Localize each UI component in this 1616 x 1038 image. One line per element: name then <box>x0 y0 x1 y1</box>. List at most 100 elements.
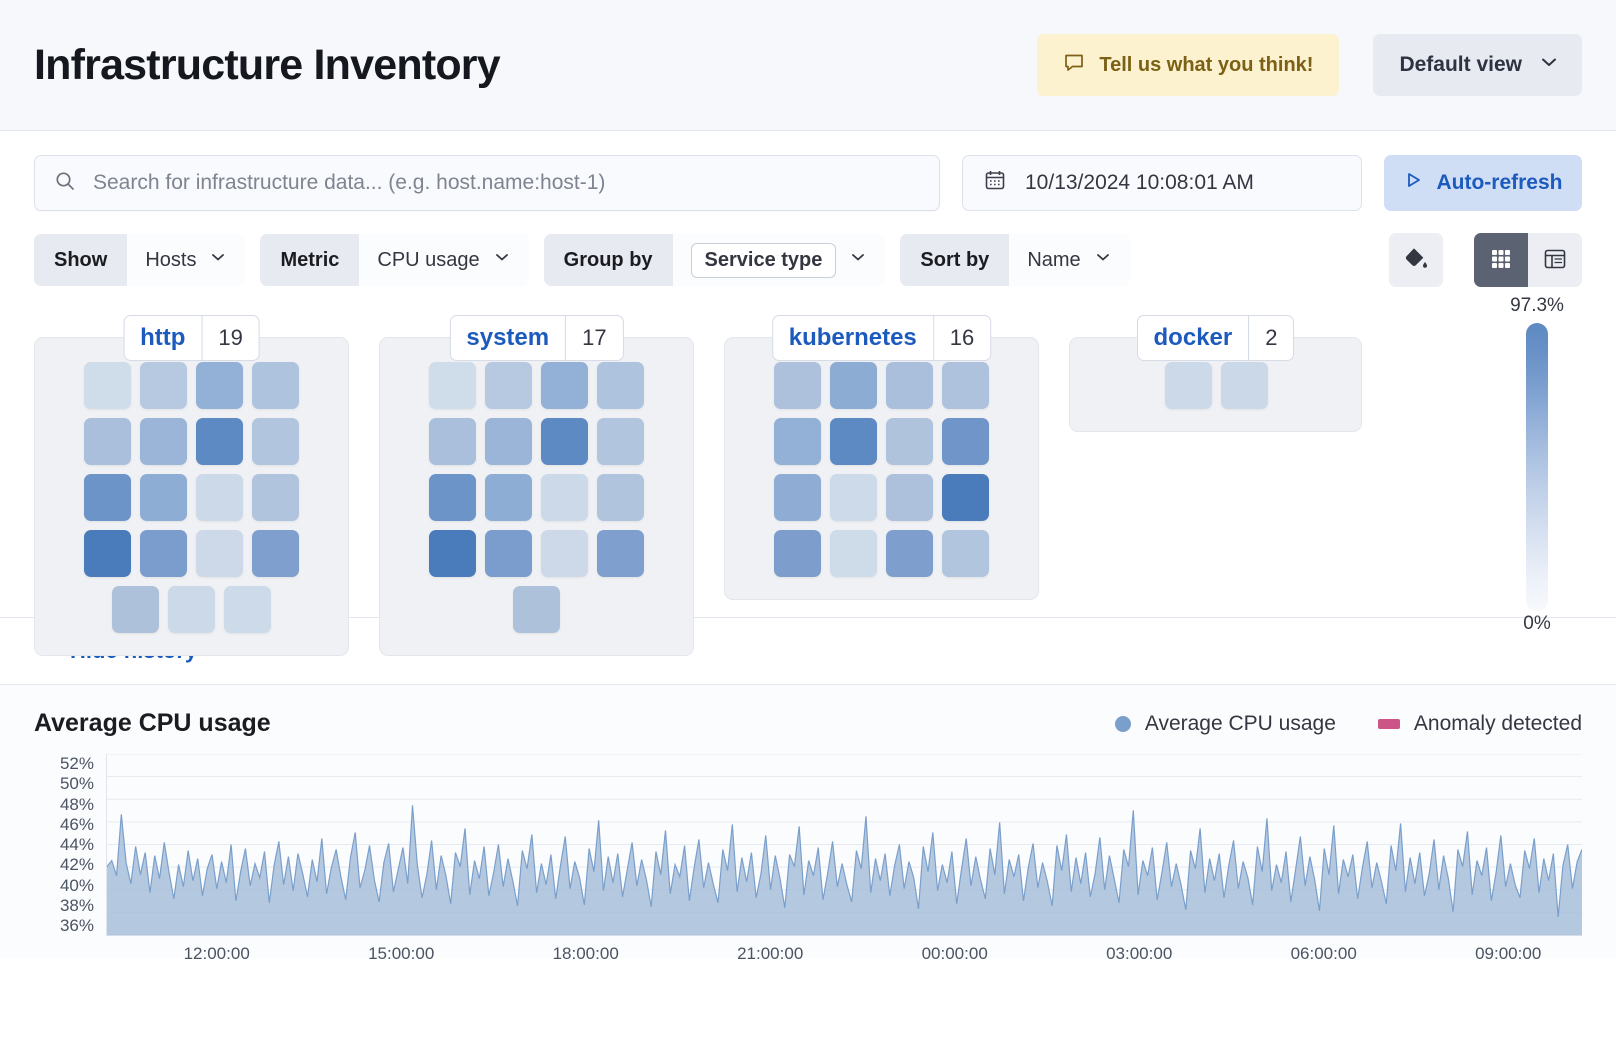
group-name[interactable]: kubernetes <box>788 324 917 351</box>
group-body-kubernetes <box>724 337 1039 600</box>
chart-canvas <box>106 754 1582 936</box>
host-tile[interactable] <box>541 530 588 577</box>
host-tile[interactable] <box>942 362 989 409</box>
host-tile[interactable] <box>252 474 299 521</box>
host-tile[interactable] <box>541 362 588 409</box>
table-view-button[interactable] <box>1528 233 1582 287</box>
chevron-down-icon <box>209 248 227 272</box>
host-tile[interactable] <box>597 530 644 577</box>
host-tile[interactable] <box>112 586 159 633</box>
speech-bubble-icon <box>1063 51 1085 79</box>
host-tile[interactable] <box>942 474 989 521</box>
host-tile[interactable] <box>429 418 476 465</box>
group-name[interactable]: docker <box>1153 324 1233 351</box>
tile-grid <box>1092 362 1341 409</box>
host-tile[interactable] <box>196 418 243 465</box>
host-tile[interactable] <box>886 362 933 409</box>
search-box[interactable] <box>34 155 940 211</box>
legend-item-anomaly-detected[interactable]: Anomaly detected <box>1377 712 1582 736</box>
host-tile[interactable] <box>1165 362 1212 409</box>
host-tile[interactable] <box>774 418 821 465</box>
host-tile[interactable] <box>1221 362 1268 409</box>
host-tile[interactable] <box>886 530 933 577</box>
host-tile[interactable] <box>252 362 299 409</box>
date-picker[interactable]: 10/13/2024 10:08:01 AM <box>962 155 1362 211</box>
host-tile[interactable] <box>485 418 532 465</box>
host-tile[interactable] <box>886 418 933 465</box>
group-name[interactable]: http <box>140 324 186 351</box>
host-tile[interactable] <box>513 586 560 633</box>
host-tile[interactable] <box>140 418 187 465</box>
view-selector-button[interactable]: Default view <box>1373 34 1582 96</box>
chevron-down-icon <box>1538 51 1560 79</box>
host-tile[interactable] <box>429 530 476 577</box>
y-tick-label: 36% <box>59 916 94 935</box>
chevron-down-icon <box>493 248 511 272</box>
auto-refresh-button[interactable]: Auto-refresh <box>1384 155 1582 211</box>
host-tile[interactable] <box>84 474 131 521</box>
feedback-button[interactable]: Tell us what you think! <box>1037 34 1340 96</box>
toolbar: 10/13/2024 10:08:01 AM Auto-refresh Show… <box>0 131 1616 287</box>
host-tile[interactable] <box>597 474 644 521</box>
color-legend: 97.3% 0% <box>1502 295 1572 635</box>
filter-group-by-value-text: Service type <box>690 242 837 278</box>
filter-metric-value[interactable]: CPU usage <box>359 234 529 286</box>
host-tile[interactable] <box>140 362 187 409</box>
x-tick-label: 00:00:00 <box>921 944 988 963</box>
host-tile[interactable] <box>196 362 243 409</box>
filter-group-by-value[interactable]: Service type <box>672 234 886 286</box>
grid-view-button[interactable] <box>1474 233 1528 287</box>
host-tile[interactable] <box>196 530 243 577</box>
host-tile[interactable] <box>140 530 187 577</box>
host-tile[interactable] <box>541 418 588 465</box>
legend-color-button[interactable] <box>1389 233 1443 287</box>
host-tile[interactable] <box>774 474 821 521</box>
chart-title: Average CPU usage <box>34 709 271 737</box>
host-tile[interactable] <box>485 474 532 521</box>
host-tile[interactable] <box>774 530 821 577</box>
host-tile[interactable] <box>485 362 532 409</box>
toolbar-search-row: 10/13/2024 10:08:01 AM Auto-refresh <box>34 155 1582 211</box>
host-tile[interactable] <box>942 530 989 577</box>
host-tile[interactable] <box>429 362 476 409</box>
legend-max-label: 97.3% <box>1510 295 1564 316</box>
filter-show-value[interactable]: Hosts <box>127 234 246 286</box>
host-tile[interactable] <box>830 474 877 521</box>
legend-item-average-cpu-usage[interactable]: Average CPU usage <box>1114 712 1336 736</box>
host-tile[interactable] <box>252 530 299 577</box>
group-name[interactable]: system <box>466 324 550 351</box>
host-tile[interactable] <box>774 362 821 409</box>
host-tile[interactable] <box>224 586 271 633</box>
host-tile[interactable] <box>541 474 588 521</box>
search-input[interactable] <box>93 171 921 195</box>
host-tile[interactable] <box>830 418 877 465</box>
host-tile[interactable] <box>886 474 933 521</box>
y-tick-label: 42% <box>59 855 94 875</box>
filter-sort-by-value[interactable]: Name <box>1009 234 1130 286</box>
host-tile[interactable] <box>830 362 877 409</box>
auto-refresh-label: Auto-refresh <box>1436 171 1563 194</box>
paint-bucket-icon <box>1403 246 1429 275</box>
host-tile[interactable] <box>168 586 215 633</box>
x-tick-label: 03:00:00 <box>1106 944 1173 963</box>
host-tile[interactable] <box>84 530 131 577</box>
grid-icon <box>1488 246 1514 275</box>
host-tile[interactable] <box>830 530 877 577</box>
host-tile[interactable] <box>597 418 644 465</box>
host-tile[interactable] <box>84 418 131 465</box>
host-tile[interactable] <box>485 530 532 577</box>
y-axis-labels: 52%50%48%46%44%42%40%38%36% <box>34 754 94 936</box>
host-tile[interactable] <box>597 362 644 409</box>
host-tile[interactable] <box>429 474 476 521</box>
host-tile[interactable] <box>196 474 243 521</box>
host-tile[interactable] <box>84 362 131 409</box>
host-tile[interactable] <box>140 474 187 521</box>
host-tile[interactable] <box>942 418 989 465</box>
host-tile[interactable] <box>252 418 299 465</box>
